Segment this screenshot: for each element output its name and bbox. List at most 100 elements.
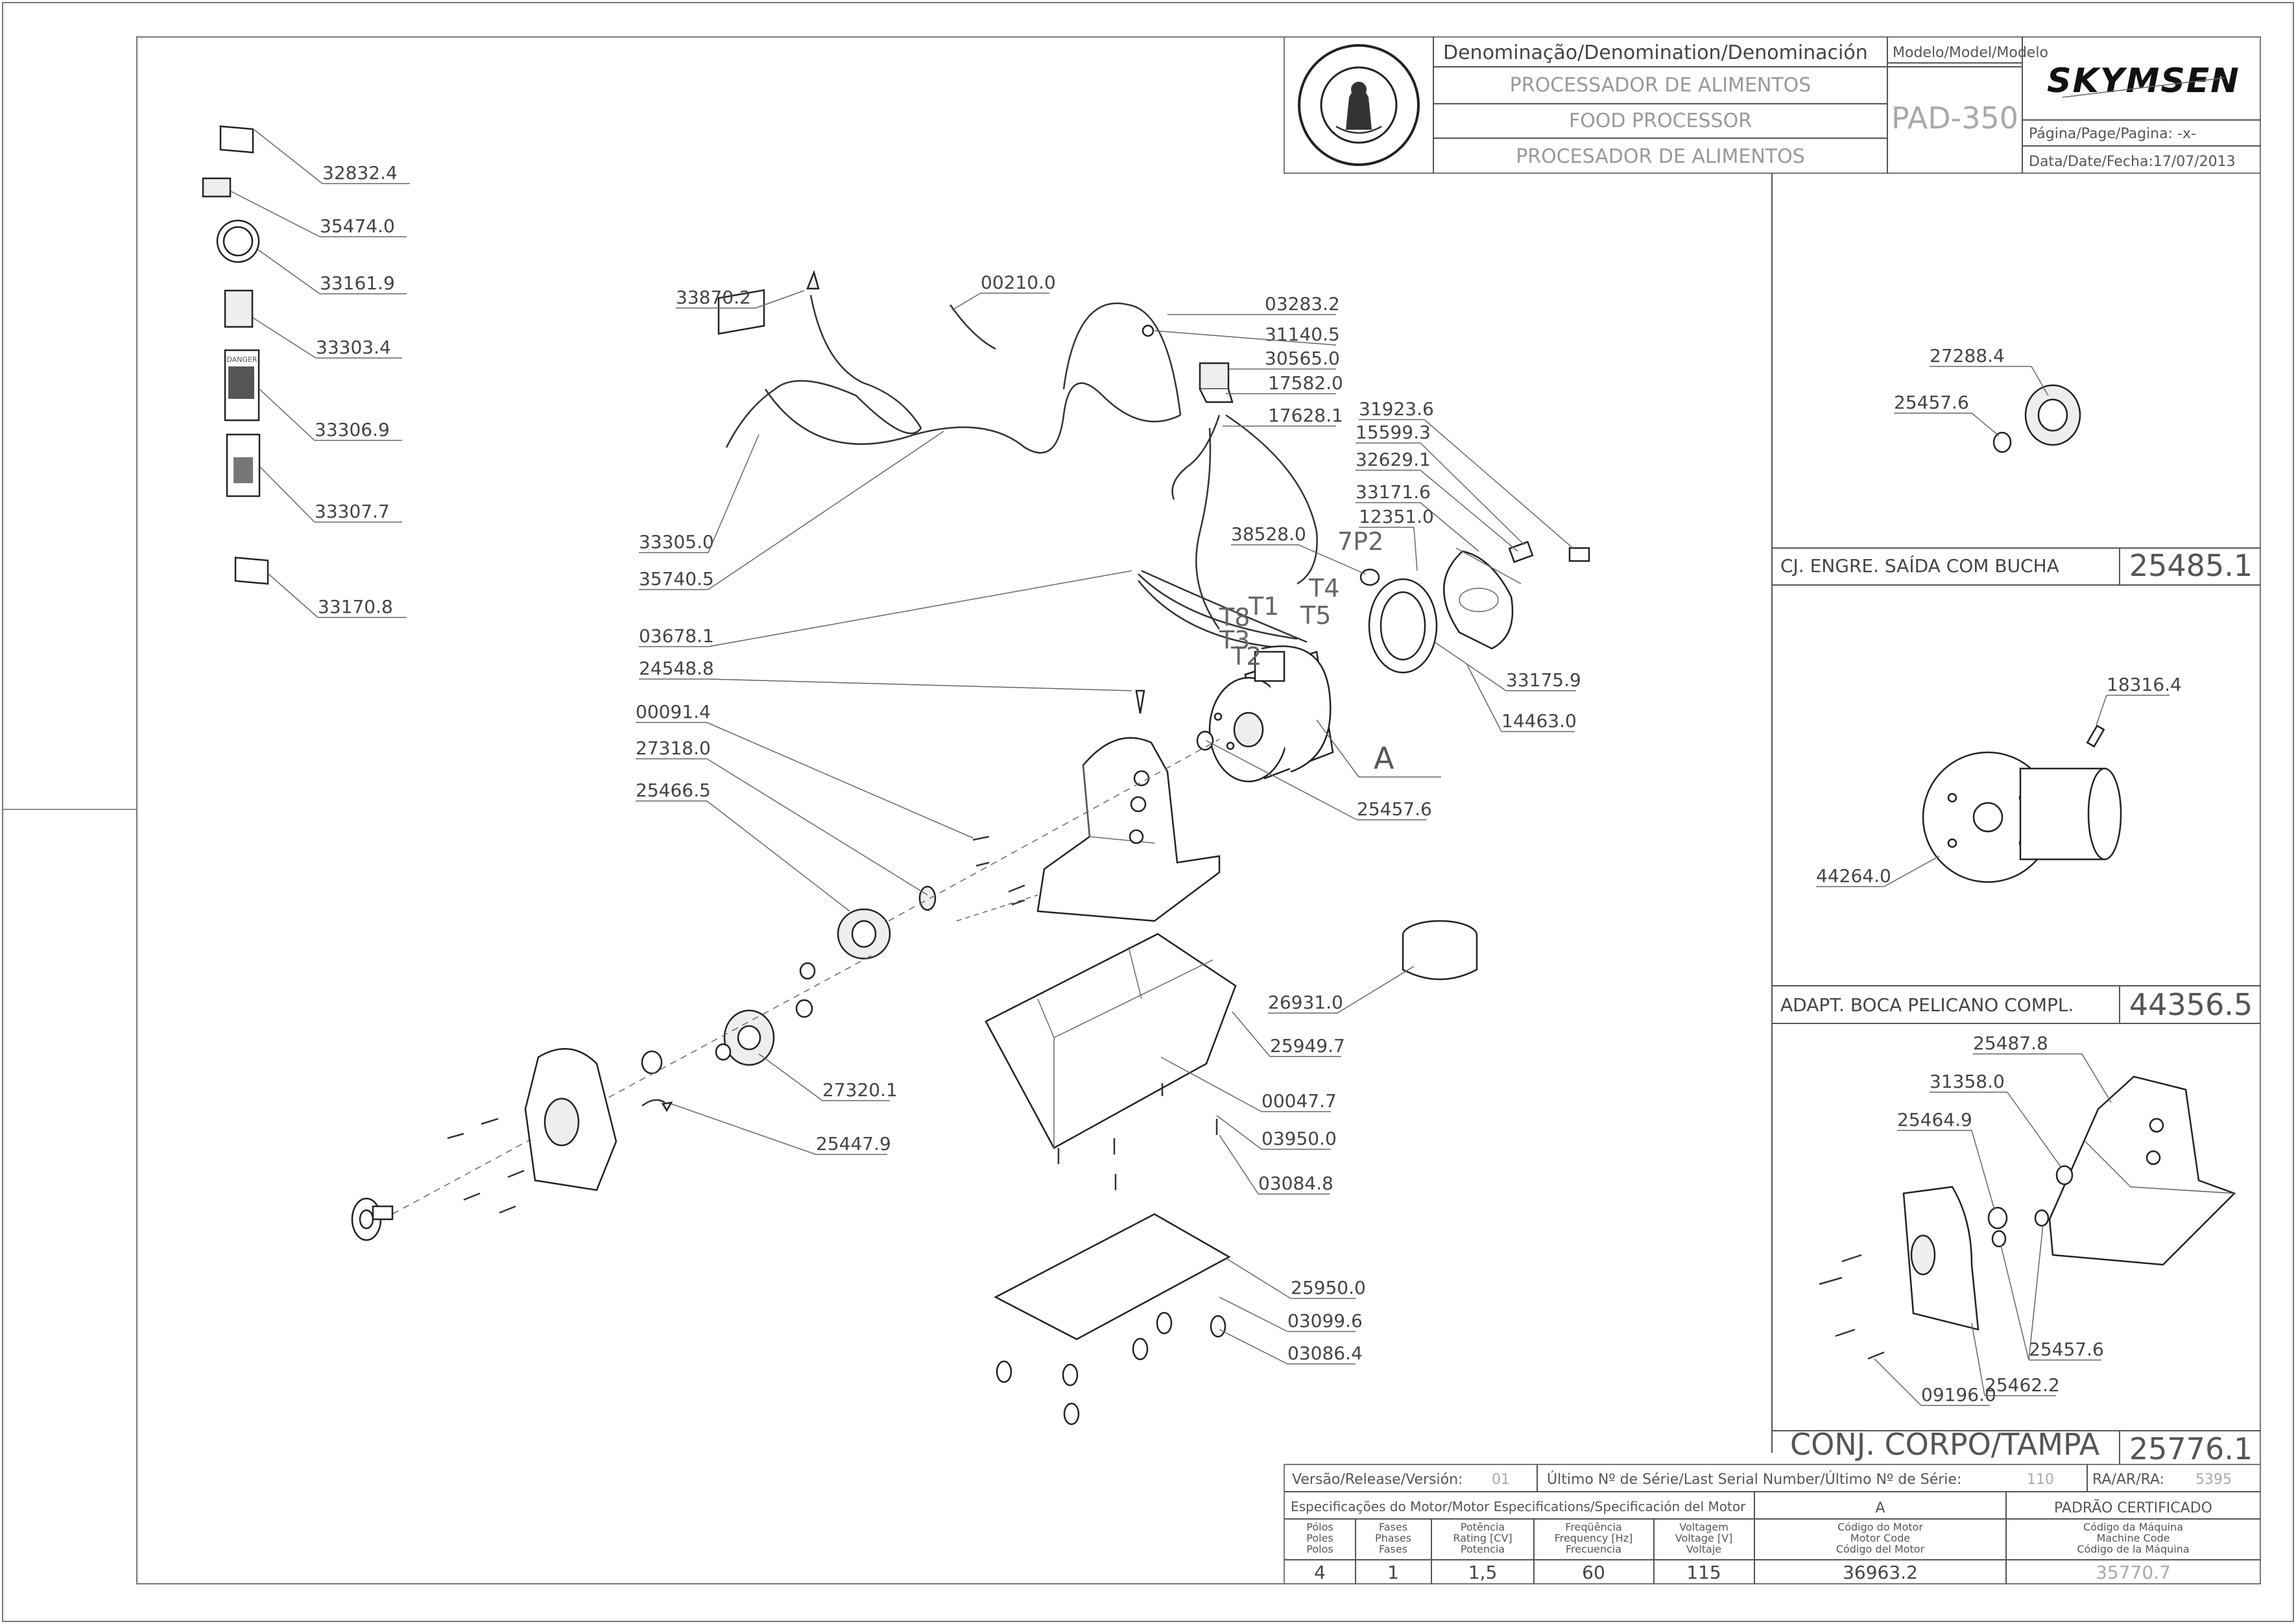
callout-17582-0: 17582.0	[1268, 372, 1343, 394]
panel2-pelican-adapter	[1922, 724, 2122, 883]
callout-A: A	[1374, 741, 1394, 776]
callout-38528-0: 38528.0	[1231, 523, 1306, 545]
callout-44264-0: 44264.0	[1816, 865, 1891, 887]
machine-code-label-pt: Código da Máquina	[2083, 1521, 2183, 1533]
panel1-code: 25485.1	[2129, 548, 2253, 583]
page-label: Página/Page/Pagina: -x-	[2029, 126, 2196, 142]
callout-25949-7: 25949.7	[1270, 1035, 1345, 1057]
panel1-gear-bushing	[1992, 384, 2081, 453]
gear-cover	[524, 1047, 673, 1191]
poles-label-es: Polos	[1306, 1543, 1333, 1555]
panel2-title: ADAPT. BOCA PELICANO COMPL.	[1780, 994, 2074, 1016]
voltage-value: 115	[1686, 1562, 1721, 1583]
callout-12351-0: 12351.0	[1359, 506, 1434, 527]
callout-27320-1: 27320.1	[822, 1079, 898, 1101]
voltage-label-en: Voltage [V]	[1675, 1532, 1733, 1544]
rating-value: 1,5	[1468, 1562, 1498, 1583]
callout-33303-4: 33303.4	[316, 337, 391, 358]
name-es: PROCESADOR DE ALIMENTOS	[1516, 145, 1805, 168]
callout-33161-9: 33161.9	[320, 272, 395, 294]
phases-label-pt: Fases	[1379, 1521, 1407, 1533]
callout-27288-4: 27288.4	[1930, 345, 2005, 366]
decals: DANGER	[202, 125, 269, 585]
callout-18316-4: 18316.4	[2107, 674, 2182, 695]
callout-03950-0: 03950.0	[1262, 1128, 1337, 1149]
callout-03084-8: 03084.8	[1258, 1173, 1333, 1194]
callout-25466-5: 25466.5	[636, 780, 711, 801]
rating-label-en: Rating [CV]	[1453, 1532, 1512, 1544]
poles-value: 4	[1314, 1562, 1326, 1583]
wire-tag-T3: T3	[1219, 626, 1250, 654]
callout-03678-1: 03678.1	[639, 625, 714, 647]
wire-tag-T4: T4	[1308, 574, 1339, 603]
serial-label: Último Nº de Série/Last Serial Number/Úl…	[1547, 1471, 1961, 1488]
release-label: Versão/Release/Versión:	[1292, 1472, 1463, 1488]
callout-32629-1: 32629.1	[1356, 449, 1431, 470]
panel1-title: CJ. ENGRE. SAÍDA COM BUCHA	[1780, 555, 2059, 577]
callout-00210-0: 00210.0	[981, 272, 1056, 293]
motor-code-value: 36963.2	[1843, 1562, 1918, 1583]
motor-code-label-en: Motor Code	[1850, 1532, 1910, 1544]
phases-label-en: Phases	[1375, 1532, 1411, 1544]
callout-25950-0: 25950.0	[1291, 1277, 1366, 1298]
panel3-code: 25776.1	[2129, 1431, 2253, 1466]
callout-25457-6-p3: 25457.6	[2029, 1339, 2104, 1360]
callout-33307-7: 33307.7	[315, 501, 390, 522]
spec-table: Versão/Release/Versión: 01 Último Nº de …	[1284, 1464, 2261, 1584]
rating-label-pt: Potência	[1461, 1521, 1505, 1533]
callout-03086-4: 03086.4	[1287, 1343, 1363, 1364]
wire-tag-T1: T1	[1248, 592, 1279, 621]
callout-33171-6: 33171.6	[1356, 481, 1431, 503]
phases-value: 1	[1387, 1562, 1399, 1583]
authorized-service-stamp	[1298, 44, 1420, 166]
side-panels: CJ. ENGRE. SAÍDA COM BUCHA 25485.1 ADAPT…	[1771, 173, 2260, 1466]
callout-31923-6: 31923.6	[1359, 398, 1434, 420]
voltage-label-es: Voltaje	[1686, 1543, 1721, 1555]
callout-17628-1: 17628.1	[1268, 405, 1343, 426]
callout-26931-0: 26931.0	[1268, 992, 1343, 1013]
callout-30565-0: 30565.0	[1265, 348, 1340, 369]
callout-31358-0: 31358.0	[1930, 1071, 2005, 1092]
denomination-header: Denominação/Denomination/Denominación	[1443, 42, 1868, 64]
callout-31140-5: 31140.5	[1265, 324, 1340, 345]
voltage-label-pt: Voltagem	[1679, 1521, 1728, 1533]
callout-33170-8: 33170.8	[318, 596, 393, 617]
callouts: 32832.4 35474.0 33161.9 33303.4 33306.9 …	[230, 129, 1581, 1365]
ra-label: RA/AR/RA:	[2092, 1472, 2164, 1488]
panel3-title: CONJ. CORPO/TAMPA	[1790, 1427, 2100, 1462]
motor-code-label-es: Código del Motor	[1836, 1543, 1925, 1555]
model-value: PAD-350	[1891, 101, 2018, 136]
motor-spec-header: Especificações do Motor/Motor Especifica…	[1291, 1499, 1746, 1514]
poles-label-pt: Pólos	[1306, 1521, 1333, 1533]
name-en: FOOD PROCESSOR	[1569, 110, 1752, 132]
callout-35474-0: 35474.0	[320, 215, 395, 237]
poles-label-en: Poles	[1306, 1532, 1333, 1544]
machine-code-value: 35770.7	[2096, 1562, 2171, 1583]
callout-00047-7: 00047.7	[1262, 1090, 1337, 1112]
model-header: Modelo/Model/Modelo	[1893, 45, 2048, 61]
callout-25457-6: 25457.6	[1357, 798, 1432, 820]
callout-33870-2: 33870.2	[676, 287, 751, 308]
callout-15599-3: 15599.3	[1356, 422, 1431, 443]
main-exploded-view	[351, 270, 1590, 1426]
callout-25464-9: 25464.9	[1897, 1109, 1972, 1130]
motor-code-header: A	[1875, 1500, 1885, 1516]
frequency-value: 60	[1582, 1562, 1605, 1583]
main-housing	[1036, 737, 1221, 922]
callout-33305-0: 33305.0	[639, 531, 714, 553]
callout-33175-9: 33175.9	[1506, 669, 1581, 691]
callout-25462-2: 25462.2	[1985, 1374, 2060, 1396]
panel3-body-cover	[1819, 1075, 2236, 1360]
frequency-label-pt: Freqüência	[1565, 1521, 1621, 1533]
callout-03283-2: 03283.2	[1265, 293, 1340, 315]
wire-tag-T5: T5	[1300, 601, 1331, 630]
callout-24548-8: 24548.8	[639, 658, 714, 679]
serial-value: 110	[2027, 1472, 2054, 1488]
panel2-code: 44356.5	[2129, 987, 2253, 1022]
wire-tag-T2: T2	[1230, 642, 1262, 671]
callout-35740-5: 35740.5	[639, 568, 714, 590]
callout-33306-9: 33306.9	[315, 419, 390, 440]
callout-25487-8: 25487.8	[1973, 1033, 2048, 1054]
title-block: Denominação/Denomination/Denominación Mo…	[1284, 36, 2261, 174]
